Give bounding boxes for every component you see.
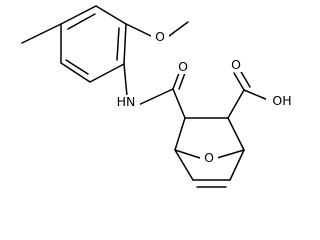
bond-methyl	[21, 23, 62, 44]
atom-label-acid-o: O	[231, 57, 241, 72]
bond-amide-co-1	[172, 72, 180, 90]
bond-ring-5	[60, 62, 91, 83]
bond-amide-co-2	[178, 72, 186, 90]
bond-aryl-nh	[123, 63, 128, 97]
atom-label-amide-nh: HN	[117, 94, 136, 109]
bond-ring-1	[60, 5, 97, 25]
bond-ring-3	[123, 23, 127, 65]
bond-c1-obridge	[174, 149, 201, 159]
atom-label-amide-o: O	[178, 59, 188, 74]
bond-acid-coh	[243, 89, 269, 101]
molecule-drawing: O O O OH HN O	[21, 5, 292, 188]
bond-c2-c1	[174, 117, 186, 151]
bond-ring-inner-2	[116, 27, 120, 61]
atom-label-bridge-o: O	[204, 150, 214, 165]
structure-diagram: O O O OH HN O	[21, 5, 292, 188]
bond-ring-4	[89, 63, 125, 83]
bond-acid-co-2	[239, 69, 251, 88]
bond-carbonyl-c2	[172, 88, 186, 119]
bicyclic-core	[174, 117, 245, 188]
bond-ring-inner-3	[65, 59, 89, 75]
bond-c4-c5	[229, 149, 245, 181]
bond-ring-inner-1	[67, 13, 96, 30]
bond-c4-obridge	[216, 149, 245, 159]
bond-c1-c6	[174, 149, 194, 181]
bond-c3-c4	[227, 117, 245, 151]
bond-ome-methyl	[168, 21, 189, 37]
bond-c3-cooh	[227, 89, 245, 119]
atom-label-acid-oh: OH	[272, 93, 291, 108]
bond-ring-2	[95, 5, 127, 25]
bond-acid-co-1	[233, 72, 245, 91]
bond-aryl-ome	[125, 23, 152, 37]
aryl-ring	[60, 5, 127, 83]
atom-label-methoxy-o: O	[155, 29, 165, 44]
bond-nh-carbonyl	[133, 88, 174, 108]
